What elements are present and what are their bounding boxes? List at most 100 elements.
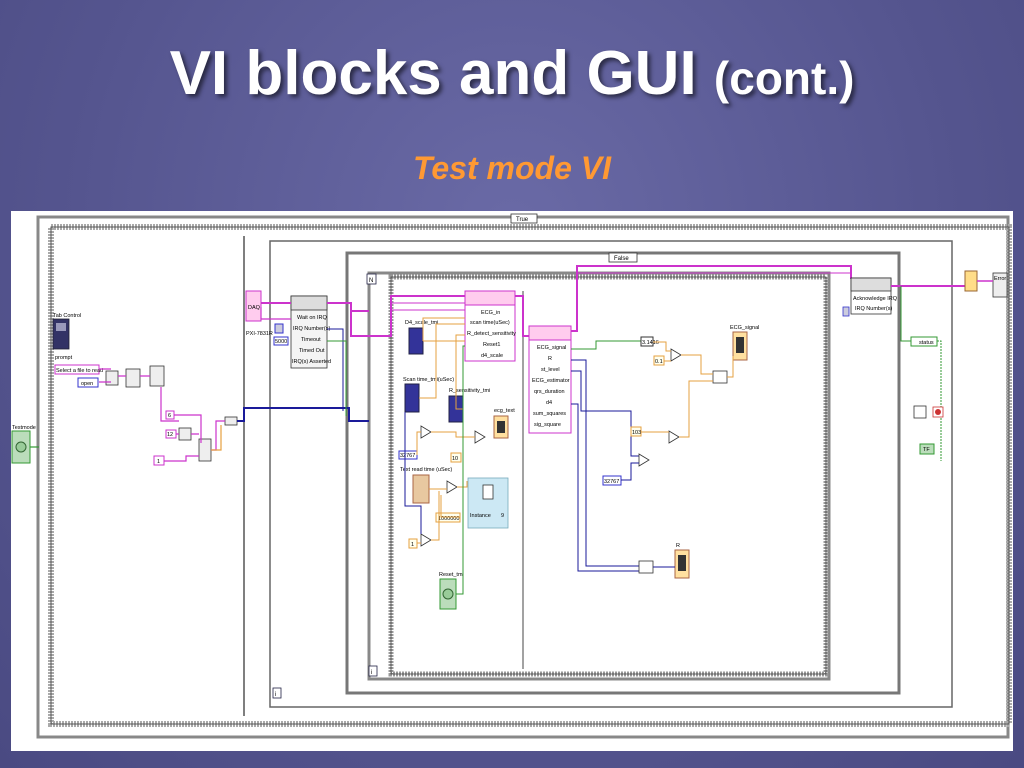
tf-value: TF bbox=[923, 447, 930, 453]
const-12-value: 12 bbox=[167, 432, 173, 438]
select-node bbox=[712, 370, 728, 384]
instance-value: 9 bbox=[501, 513, 504, 519]
testmode-terminal[interactable]: Testmode bbox=[11, 425, 36, 464]
loop-iteration-terminal: i bbox=[368, 665, 378, 677]
status-indicator: status bbox=[910, 336, 938, 347]
const-32767b-value: 32767 bbox=[604, 479, 619, 485]
irq-numbers-label: IRQ Number(s) bbox=[293, 326, 330, 332]
const-1-b[interactable]: 1 bbox=[408, 538, 418, 549]
unbundle-node bbox=[913, 405, 944, 419]
irq-asserted-label: IRQ(s) Asserted bbox=[292, 359, 331, 365]
d4-scale-control[interactable]: D4_scale_tmi bbox=[405, 320, 438, 355]
r-indicator: R bbox=[674, 543, 690, 579]
daq-label: DAQ bbox=[248, 305, 261, 311]
output-node[interactable]: ECG_signal R st_level ECG_estimator qrs_… bbox=[528, 325, 572, 434]
select-file-label: Select a file to read bbox=[56, 368, 103, 374]
scan-time-label: scan time(uSec) bbox=[470, 320, 510, 326]
out-qrs-duration-label: qrs_duration bbox=[534, 389, 565, 395]
wait-timer-node: Instance 9 bbox=[467, 477, 509, 529]
const-5000-value: 5000 bbox=[275, 339, 287, 345]
case-true-label: True bbox=[516, 217, 529, 223]
pxi-label: PXI-7831R bbox=[246, 331, 273, 337]
instance-label: Instance bbox=[470, 513, 491, 519]
inner-frame bbox=[269, 240, 953, 708]
compare-node-b bbox=[668, 430, 680, 444]
tab-control-terminal[interactable]: Tab Control bbox=[52, 313, 81, 350]
divide-node-b bbox=[446, 480, 458, 494]
labview-block-diagram: True False N i i Tab Control prompt Sel bbox=[11, 211, 1013, 751]
const-1b-value: 1 bbox=[411, 542, 414, 548]
out-sum-squares-label: sum_squares bbox=[533, 411, 566, 417]
compare-node-a bbox=[670, 348, 682, 362]
ack-irq-numbers-label: IRQ Number(s) bbox=[855, 306, 892, 312]
error-cluster-node: Error bbox=[964, 270, 1008, 298]
const-12[interactable]: 12 bbox=[165, 429, 177, 439]
scan-time-control[interactable]: Scan time_tmi(uSec) bbox=[403, 377, 454, 413]
outer-i-label: i bbox=[275, 692, 276, 698]
acknowledge-irq-node[interactable]: Acknowledge IRQ IRQ Number(s) bbox=[850, 277, 898, 315]
for-loop bbox=[367, 271, 831, 681]
prompt-label: prompt bbox=[55, 355, 73, 361]
loop-i-label: i bbox=[371, 670, 372, 676]
const-0-1-value: 0.1 bbox=[655, 359, 663, 365]
tab-control-label: Tab Control bbox=[53, 313, 81, 319]
const-10-value: 10 bbox=[452, 456, 458, 462]
const-1-left[interactable]: 1 bbox=[153, 455, 165, 466]
r-sensitivity-control[interactable]: R_sensitivity_tmi bbox=[448, 388, 490, 423]
text-read-time-label: Text read time (uSec) bbox=[400, 467, 452, 473]
case-selector-false[interactable]: False bbox=[608, 252, 638, 263]
wait-on-irq-node[interactable]: Wait on IRQ IRQ Number(s) Timeout Timed … bbox=[290, 295, 331, 369]
slide-title-suffix: (cont.) bbox=[713, 52, 855, 104]
r-detect-label: R_detect_sensitivity bbox=[467, 331, 516, 337]
out-r-label: R bbox=[548, 356, 552, 362]
const-1000000-value: 1000000 bbox=[438, 516, 459, 522]
out-ecg-estimator-label: ECG_estimator bbox=[532, 378, 570, 384]
timed-out-label: Timed Out bbox=[299, 348, 325, 354]
slide-title-main: VI blocks and GUI bbox=[169, 39, 697, 108]
const-5000[interactable]: 5000 bbox=[273, 323, 289, 346]
text-read-time-control[interactable]: Text read time (uSec) bbox=[400, 467, 452, 504]
out-d4-label: d4 bbox=[546, 400, 552, 406]
ecg-text-label: ecg_text bbox=[494, 408, 515, 414]
add-node bbox=[420, 533, 432, 547]
const-32767-value: 32767 bbox=[400, 453, 415, 459]
out-ecg-signal-label: ECG_signal bbox=[537, 345, 566, 351]
inner-case-structure bbox=[345, 251, 901, 695]
const-103[interactable]: 103 bbox=[630, 426, 642, 437]
const-10[interactable]: 10 bbox=[450, 452, 462, 463]
select-file-constant[interactable]: Select a file to read bbox=[54, 364, 103, 375]
signal-processing-node[interactable]: ECG_in scan time(uSec) R_detect_sensitiv… bbox=[464, 290, 516, 362]
timeout-label: Timeout bbox=[301, 337, 321, 343]
reset-tmi-label: Reset_tmi bbox=[439, 572, 464, 578]
loop-count-terminal: N bbox=[366, 273, 377, 285]
out-sig-square-label: sig_square bbox=[534, 422, 561, 428]
file-dialog-node bbox=[105, 365, 165, 388]
loop-n-label: N bbox=[369, 278, 373, 284]
case-selector-true[interactable]: True bbox=[510, 213, 538, 224]
reset-tmi-control[interactable]: Reset_tmi bbox=[439, 572, 464, 610]
wait-on-irq-label: Wait on IRQ bbox=[297, 315, 327, 321]
const-103-value: 103 bbox=[632, 430, 641, 436]
irq-const bbox=[842, 306, 850, 317]
tf-constant[interactable]: TF bbox=[919, 443, 935, 455]
d4-scale-label: d4_scale bbox=[481, 353, 503, 359]
multiply-node-a bbox=[474, 430, 486, 444]
compare-node-c bbox=[638, 453, 650, 467]
open-label: open bbox=[81, 381, 93, 387]
reset1-label: Reset1 bbox=[483, 342, 500, 348]
const-6-value: 6 bbox=[168, 413, 171, 419]
r-indicator-label: R bbox=[676, 543, 680, 549]
array-const bbox=[224, 416, 238, 426]
r-sensitivity-label: R_sensitivity_tmi bbox=[449, 388, 490, 394]
daq-fpga-reference: DAQ PXI-7831R bbox=[245, 290, 273, 337]
const-pi-value: 3.1416 bbox=[642, 340, 659, 346]
ecg-signal-chart-label: ECG_signal bbox=[730, 325, 759, 331]
d4-scale-tmi-label: D4_scale_tmi bbox=[405, 320, 438, 326]
const-32767-b[interactable]: 32767 bbox=[602, 475, 622, 486]
acknowledge-irq-label: Acknowledge IRQ bbox=[853, 296, 898, 302]
const-6[interactable]: 6 bbox=[165, 410, 175, 420]
const-0-1[interactable]: 0.1 bbox=[653, 355, 665, 366]
testmode-label: Testmode bbox=[12, 425, 36, 431]
const-32767-a[interactable]: 32767 bbox=[398, 450, 418, 460]
open-constant[interactable]: open bbox=[77, 377, 99, 388]
